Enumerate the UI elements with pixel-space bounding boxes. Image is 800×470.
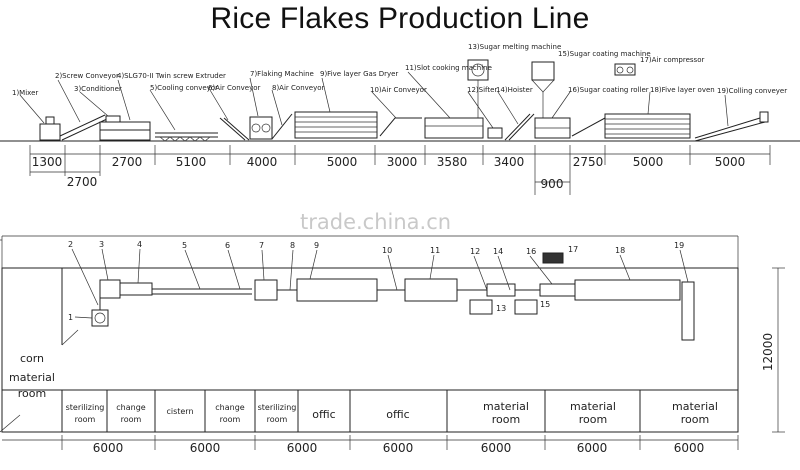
room-corn-line1: corn [20, 352, 44, 365]
room-offic-2: offic [386, 408, 409, 421]
plan-numbers: 1 2 3 4 5 6 7 8 9 10 11 12 13 14 15 16 1… [68, 240, 684, 322]
room-cistern: cistern [166, 407, 193, 416]
plan-dim-5: 6000 [481, 441, 512, 455]
plan-num-15: 15 [540, 300, 550, 309]
label-cooling-conveyor: 5)Cooling conveyor [150, 84, 218, 92]
label-slot-cooking: 11)Slot cooking machine [405, 64, 492, 72]
plan-dim-4: 6000 [383, 441, 414, 455]
plan-dim-7: 6000 [674, 441, 705, 455]
plan-equipment [91, 252, 695, 341]
label-mixer: 1)Mixer [12, 89, 38, 97]
elevation-dim-2: 2700 [112, 155, 143, 169]
elevation-dim-5: 5000 [327, 155, 358, 169]
label-sugar-coating-roller: 16)Sugar coating roller [568, 86, 649, 94]
plan-dim-6: 6000 [577, 441, 608, 455]
building-outline [1, 267, 739, 433]
elevation-dim-7: 3580 [437, 155, 468, 169]
plan-dim-1: 6000 [93, 441, 124, 455]
elevation-labels: 1)Mixer 2)Screw Conveyor 3)Conditioner 4… [12, 43, 787, 97]
label-extruder: 4)SLG70-II Twin screw Extruder [117, 72, 226, 80]
room-sterilizing-1b: room [75, 415, 96, 424]
elevation-dim-lower-2: 900 [541, 177, 564, 191]
room-change-2b: room [220, 415, 241, 424]
label-five-layer-oven: 18)Five layer oven [650, 86, 715, 94]
room-change-1a: change [116, 403, 146, 412]
plan-dim-3: 6000 [287, 441, 318, 455]
elevation-dim-ticks [29, 145, 771, 195]
room-sterilizing-2a: sterilizing [258, 403, 297, 412]
plan-num-18: 18 [615, 246, 625, 255]
elevation-dim-11: 5000 [715, 155, 746, 169]
label-flaking-machine: 7)Flaking Machine [250, 70, 314, 78]
plan-num-13: 13 [496, 304, 506, 313]
elevation-leaders [19, 71, 729, 131]
plan-dim-2: 6000 [190, 441, 221, 455]
elevation-dim-lower-1: 2700 [67, 175, 98, 189]
room-change-2a: change [215, 403, 245, 412]
elevation-view: 1300 2700 5100 4000 5000 3000 3580 3400 … [0, 43, 800, 195]
label-air-conveyor-6: 6)Air Conveyor [208, 84, 261, 92]
room-corn-line2: material [9, 371, 55, 384]
room-corn-line3: room [18, 387, 46, 400]
plan-num-8: 8 [290, 241, 295, 250]
plan-num-19: 19 [674, 241, 684, 250]
elevation-dim-9: 2750 [573, 155, 604, 169]
plan-num-10: 10 [382, 246, 392, 255]
label-sugar-coating-machine: 15)Sugar coating machine [558, 50, 651, 58]
room-partitions [0, 268, 738, 433]
elevation-dim-4: 4000 [247, 155, 278, 169]
plan-dim-ticks [61, 435, 739, 450]
room-change-1b: room [121, 415, 142, 424]
plan-num-16: 16 [526, 247, 536, 256]
room-offic-1: offic [312, 408, 335, 421]
label-sifter: 12)Sifter [467, 86, 497, 94]
label-colling-conveyer: 19)Colling conveyer [717, 87, 787, 95]
elevation-machines [39, 59, 769, 142]
elevation-dim-3: 5100 [176, 155, 207, 169]
label-conditioner: 3)Conditioner [74, 85, 122, 93]
plan-num-14: 14 [493, 247, 503, 256]
room-material-3a: material [672, 400, 718, 413]
plan-num-2: 2 [68, 240, 73, 249]
room-material-1a: material [483, 400, 529, 413]
room-labels: corn material room sterilizing room chan… [9, 352, 718, 426]
elevation-dim-10: 5000 [633, 155, 664, 169]
label-air-conveyor-8: 8)Air Conveyor [272, 84, 325, 92]
page-title: Rice Flakes Production Line [210, 2, 590, 35]
label-screw-conveyor: 2)Screw Conveyor [55, 72, 119, 80]
plan-num-12: 12 [470, 247, 480, 256]
plan-num-9: 9 [314, 241, 319, 250]
plan-num-7: 7 [259, 241, 264, 250]
plan-num-5: 5 [182, 241, 187, 250]
label-hoister: 14)Hoister [496, 86, 533, 94]
plan-height-dim: 12000 [761, 333, 775, 371]
label-air-conveyor-10: 10)Air Conveyor [370, 86, 427, 94]
label-air-compressor: 17)Air compressor [640, 56, 704, 64]
room-sterilizing-2b: room [267, 415, 288, 424]
elevation-dim-8: 3400 [494, 155, 525, 169]
watermark: trade.china.cn [300, 210, 452, 234]
plan-num-6: 6 [225, 241, 230, 250]
room-material-2a: material [570, 400, 616, 413]
plan-num-11: 11 [430, 246, 440, 255]
plan-num-17: 17 [568, 245, 578, 254]
room-material-3b: room [681, 413, 709, 426]
room-sterilizing-1a: sterilizing [66, 403, 105, 412]
elevation-dim-1: 1300 [32, 155, 63, 169]
plan-num-3: 3 [99, 240, 104, 249]
plan-num-1: 1 [68, 313, 73, 322]
plan-num-4: 4 [137, 240, 142, 249]
plan-leaders [71, 248, 689, 319]
label-gas-dryer: 9)Five layer Gas Dryer [320, 70, 398, 78]
plan-view: 12000 [0, 235, 785, 455]
room-material-1b: room [492, 413, 520, 426]
elevation-dim-6: 3000 [387, 155, 418, 169]
label-sugar-melting: 13)Sugar melting machine [468, 43, 561, 51]
room-material-2b: room [579, 413, 607, 426]
